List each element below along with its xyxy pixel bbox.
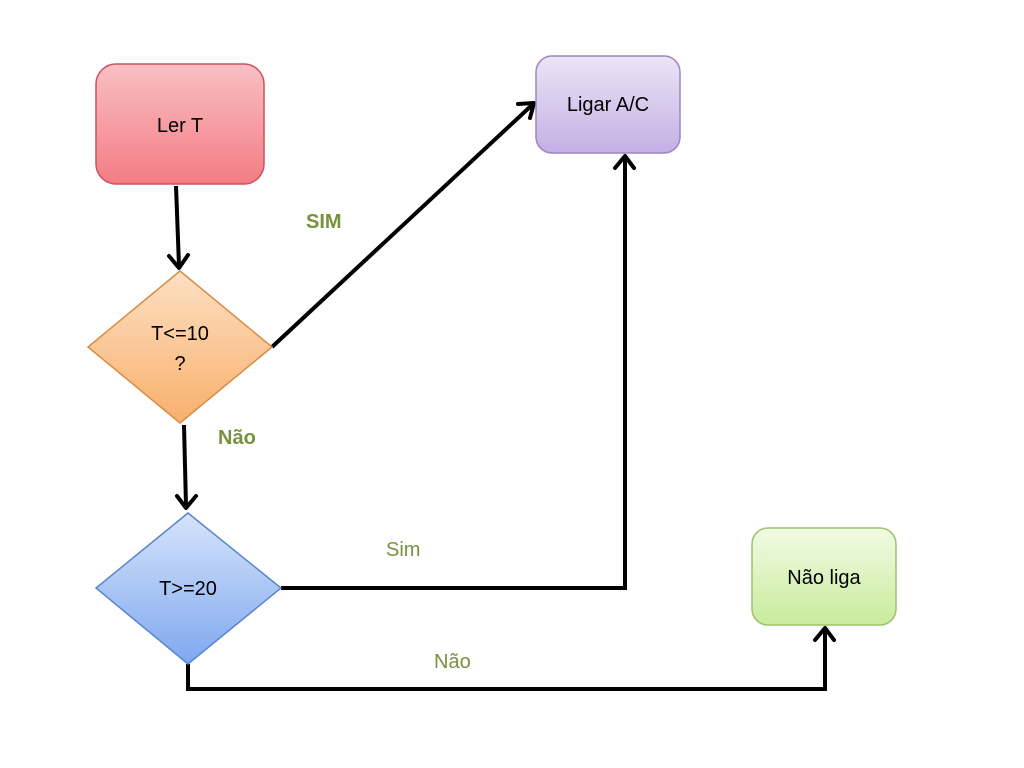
arrow-up-icon bbox=[613, 154, 636, 170]
node-read-shape bbox=[95, 63, 265, 185]
arrow-down-icon bbox=[175, 494, 198, 510]
edge-label-decision2-no: Não bbox=[434, 651, 471, 673]
node-turn-on-ac: Ligar A/C bbox=[535, 55, 681, 154]
node-no-turn-on-label: Não liga bbox=[787, 567, 861, 589]
node-decision2-shape bbox=[94, 512, 283, 665]
edge-decision2-no bbox=[186, 626, 836, 691]
edge-decision1-no bbox=[175, 424, 198, 510]
edge-decision1-yes bbox=[270, 101, 536, 349]
arrow-up-icon bbox=[813, 626, 836, 642]
node-turn-on-shape bbox=[535, 55, 681, 154]
node-decision-t-le-10: T<=10 ? bbox=[86, 270, 274, 424]
arrow-down-icon bbox=[167, 253, 190, 270]
arrow-up-right-icon bbox=[516, 101, 536, 120]
node-decision1-shape bbox=[86, 270, 274, 424]
edge-decision2-yes bbox=[281, 154, 636, 590]
node-no-turn-on-shape bbox=[751, 527, 897, 626]
edge-label-decision1-no: Não bbox=[218, 427, 256, 449]
edge-label-decision2-yes: Sim bbox=[386, 539, 420, 561]
node-turn-on-label: Ligar A/C bbox=[567, 94, 649, 116]
node-do-not-turn-on: Não liga bbox=[751, 527, 897, 626]
node-decision-t-ge-20: T>=20 bbox=[94, 512, 283, 665]
node-decision1-label-line1: T<=10 bbox=[151, 323, 209, 345]
edge-label-decision1-yes: SIM bbox=[306, 211, 342, 233]
node-decision2-label: T>=20 bbox=[159, 578, 217, 600]
edge-read-to-decision1 bbox=[167, 185, 190, 270]
node-decision1-label-line2: ? bbox=[174, 353, 185, 375]
node-read-label: Ler T bbox=[157, 115, 203, 137]
node-read-temperature: Ler T bbox=[95, 63, 265, 185]
